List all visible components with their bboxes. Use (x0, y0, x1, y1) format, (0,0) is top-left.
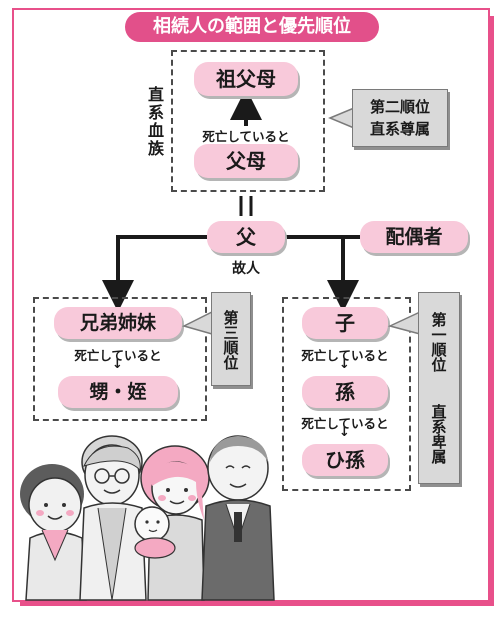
woman-left-figure (20, 464, 87, 601)
grandchild-node: 孫 (302, 376, 388, 408)
siblings-box (33, 297, 207, 421)
grandchild-note: 死亡していると (301, 416, 389, 431)
deceased-caption: 故人 (232, 261, 260, 277)
child-note: 死亡していると (301, 348, 389, 363)
lineage-label: 直系血族 (145, 86, 164, 158)
third-rank-callout: 第三順位 (211, 292, 251, 386)
woman-with-baby-figure (134, 445, 210, 601)
down-arrow-icon: ↓ (339, 425, 350, 440)
man-figure (79, 435, 147, 601)
great-grandchild-node: ひ孫 (302, 444, 388, 476)
parents-node: 父母 (194, 144, 298, 178)
ascendants-box (171, 50, 325, 192)
spouse-node: 配偶者 (360, 221, 468, 253)
down-arrow-icon: ↓ (339, 357, 350, 372)
siblings-node: 兄弟姉妹 (54, 307, 182, 339)
ascendant-note: 死亡していると (202, 129, 290, 144)
nephews-nieces-node: 甥・姪 (58, 376, 178, 408)
first-rank-label: 第一順位 (429, 312, 448, 372)
descendants-box (282, 297, 411, 491)
siblings-note: 死亡していると (74, 348, 162, 363)
down-arrow-icon: ↓ (112, 357, 123, 372)
descendants-label: 直系卑属 (429, 404, 448, 464)
third-rank-label: 第三順位 (221, 310, 240, 370)
deceased-father-node: 父 (207, 221, 285, 253)
child-node: 子 (302, 307, 388, 339)
first-rank-callout: 第一順位 直系卑属 (418, 292, 460, 484)
grandparents-node: 祖父母 (194, 62, 298, 96)
diagram-title: 相続人の範囲と優先順位 (125, 12, 379, 42)
second-rank-callout: 第二順位 直系尊属 (352, 89, 448, 147)
old-man-figure (201, 435, 275, 601)
